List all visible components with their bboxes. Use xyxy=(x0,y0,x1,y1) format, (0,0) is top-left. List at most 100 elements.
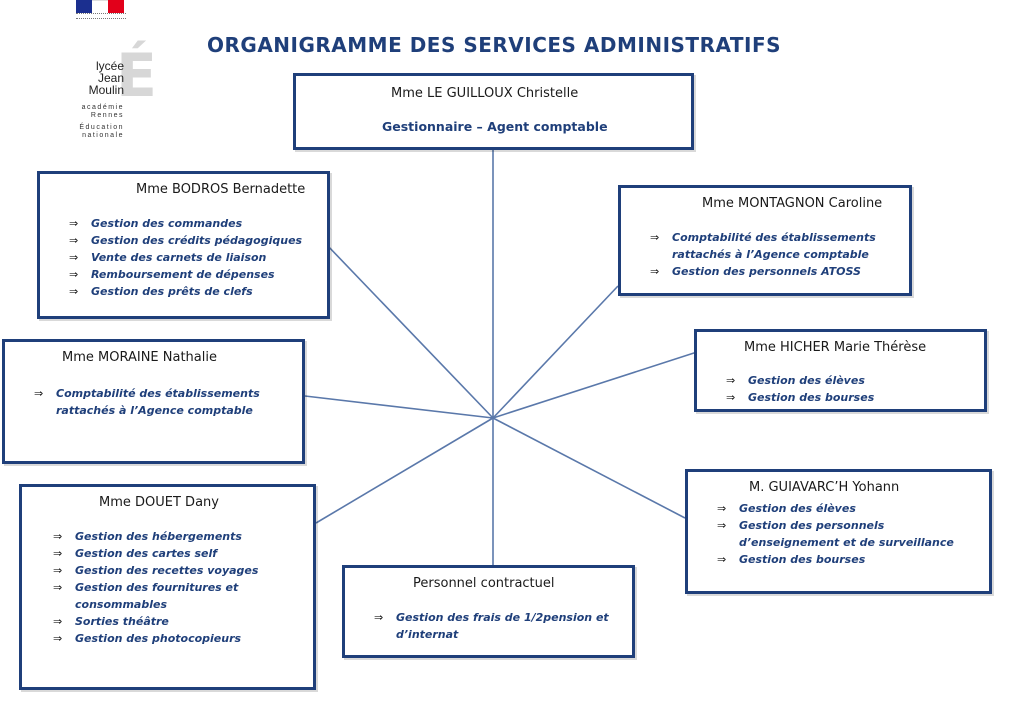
task-item: ⇒ Gestion des bourses xyxy=(717,551,954,568)
task-list: ⇒ Gestion des commandes ⇒ Gestion des crédi… xyxy=(69,215,302,300)
task-text: rattachés à l’Agence comptable xyxy=(672,248,869,261)
box-hicher: Mme HICHER Marie Thérèse ⇒ Gestion des él… xyxy=(694,329,987,412)
task-item: ⇒Gestion des photocopieurs xyxy=(53,630,258,647)
task-list: ⇒ Gestion des élèves ⇒ Gestion des bourses xyxy=(726,372,874,406)
task-text: consommables xyxy=(75,598,168,611)
box-moraine: Mme MORAINE Nathalie ⇒ Comptabilité des é… xyxy=(2,339,305,464)
arrow-bullet-icon: ⇒ xyxy=(374,611,384,624)
arrow-bullet-icon: ⇒ xyxy=(717,519,727,532)
connector-bodros xyxy=(325,243,494,419)
task-text: Remboursement de dépenses xyxy=(91,268,275,281)
arrow-bullet-icon: ⇒ xyxy=(53,615,63,628)
task-text: Gestion des frais de 1/2pension et xyxy=(396,611,609,624)
box-role: Gestionnaire – Agent comptable xyxy=(382,119,608,134)
arrow-bullet-icon: ⇒ xyxy=(726,374,736,387)
task-text: d’internat xyxy=(396,628,459,641)
box-name: M. GUIAVARC’H Yohann xyxy=(749,480,900,495)
box-guilloux: Mme LE GUILLOUX Christelle Gestionnaire … xyxy=(293,73,694,150)
task-item: ⇒ Gestion des recettes voyages xyxy=(53,562,258,579)
arrow-bullet-icon: ⇒ xyxy=(53,564,63,577)
task-item: ⇒ Gestion des commandes xyxy=(69,215,302,232)
arrow-bullet-icon: ⇒ xyxy=(53,530,63,543)
task-text: Gestion des personnels xyxy=(739,519,885,532)
box-douet: Mme DOUET Dany ⇒ Gestion des hébergements… xyxy=(19,484,316,690)
task-item: ⇒ Gestion des frais de 1/2pension et d’int… xyxy=(374,609,609,643)
task-item: ⇒ Gestion des prêts de clefs xyxy=(69,283,302,300)
task-list: ⇒ Gestion des frais de 1/2pension et d’int… xyxy=(374,609,609,643)
connector-guiavarch xyxy=(492,417,686,519)
arrow-bullet-icon: ⇒ xyxy=(53,581,63,594)
task-list: ⇒Gestion des hébergements⇒Gestion des ca… xyxy=(53,528,258,647)
task-text: Gestion des cartes self xyxy=(75,547,218,560)
task-item: ⇒ Vente des carnets de liaison xyxy=(69,249,302,266)
task-text: Gestion des élèves xyxy=(739,502,856,515)
arrow-bullet-icon: ⇒ xyxy=(717,553,727,566)
box-contractuel: Personnel contractuel ⇒ Gestion des frais… xyxy=(342,565,635,658)
task-list: ⇒ Gestion des élèves ⇒ Gestion des personne… xyxy=(717,500,954,568)
box-name: Mme LE GUILLOUX Christelle xyxy=(391,86,579,101)
task-text: Vente des carnets de liaison xyxy=(91,251,267,264)
republique-caption-mark xyxy=(76,13,126,19)
box-name: Mme HICHER Marie Thérèse xyxy=(744,340,927,355)
task-text: Gestion des élèves xyxy=(748,374,865,387)
task-list: ⇒ Comptabilité des établissements rattaché… xyxy=(650,229,876,280)
arrow-bullet-icon: ⇒ xyxy=(650,265,660,278)
task-item: ⇒Gestion des cartes self xyxy=(53,545,258,562)
arrow-bullet-icon: ⇒ xyxy=(34,387,44,400)
task-item: ⇒ Gestion des hébergements xyxy=(53,528,258,545)
task-list: ⇒ Comptabilité des établissements rattaché… xyxy=(34,385,260,419)
arrow-bullet-icon: ⇒ xyxy=(650,231,660,244)
connector-montagnon xyxy=(492,285,619,419)
task-text: Gestion des crédits pédagogiques xyxy=(91,234,303,247)
task-text: Gestion des hébergements xyxy=(75,530,242,543)
connector-douet xyxy=(315,417,494,524)
task-item: ⇒ Gestion des élèves xyxy=(717,500,954,517)
school-name: lycée Jean Moulin xyxy=(88,59,124,97)
task-text: Gestion des fournitures et xyxy=(75,581,239,594)
education-nationale-mark: É xyxy=(116,41,157,111)
school-ministry: Éducation nationale xyxy=(79,124,124,139)
box-guiavarch: M. GUIAVARC’H Yohann ⇒ Gestion des élèves… xyxy=(685,469,992,594)
box-name: Mme BODROS Bernadette xyxy=(136,182,306,197)
connector-hicher xyxy=(492,351,698,419)
task-text: Gestion des bourses xyxy=(748,391,875,404)
task-item: ⇒ Comptabilité des établissements rattaché… xyxy=(650,229,876,263)
task-text: Gestion des commandes xyxy=(91,217,243,230)
lycee-jean-moulin-logo: É lycée Jean Moulin académie Rennes Éduc… xyxy=(64,46,164,146)
task-text: rattachés à l’Agence comptable xyxy=(56,404,253,417)
republique-francaise-logo xyxy=(76,0,124,14)
box-montagnon: Mme MONTAGNON Caroline ⇒ Comptabilité des… xyxy=(618,185,912,296)
arrow-bullet-icon: ⇒ xyxy=(69,217,79,230)
arrow-bullet-icon: ⇒ xyxy=(726,391,736,404)
task-text: Gestion des bourses xyxy=(739,553,866,566)
task-text: d’enseignement et de surveillance xyxy=(739,536,954,549)
arrow-bullet-icon: ⇒ xyxy=(69,285,79,298)
task-item: ⇒ Gestion des personnels ATOSS xyxy=(650,263,876,280)
arrow-bullet-icon: ⇒ xyxy=(69,234,79,247)
task-item: ⇒Remboursement de dépenses xyxy=(69,266,302,283)
task-item: ⇒ Gestion des bourses xyxy=(726,389,874,406)
task-item: ⇒ Gestion des personnels d’enseignement et… xyxy=(717,517,954,551)
task-text: Comptabilité des établissements xyxy=(56,387,260,400)
page-title: ORGANIGRAMME DES SERVICES ADMINISTRATIFS xyxy=(207,33,782,57)
task-text: Gestion des prêts de clefs xyxy=(91,285,253,298)
task-text: Comptabilité des établissements xyxy=(672,231,876,244)
arrow-bullet-icon: ⇒ xyxy=(717,502,727,515)
task-item: ⇒ Gestion des crédits pédagogiques xyxy=(69,232,302,249)
task-text: Gestion des personnels ATOSS xyxy=(672,265,861,278)
box-name: Personnel contractuel xyxy=(413,576,555,591)
box-name: Mme DOUET Dany xyxy=(99,495,219,510)
task-item: ⇒ Gestion des fournitures et consommables xyxy=(53,579,258,613)
box-name: Mme MORAINE Nathalie xyxy=(62,350,217,365)
school-academie: académie Rennes xyxy=(81,104,124,119)
task-text: Sorties théâtre xyxy=(75,615,169,628)
task-item: ⇒ Sorties théâtre xyxy=(53,613,258,630)
task-item: ⇒ Gestion des élèves xyxy=(726,372,874,389)
arrow-bullet-icon: ⇒ xyxy=(69,251,79,264)
connector-moraine xyxy=(304,395,494,419)
box-bodros: Mme BODROS Bernadette ⇒ Gestion des comma… xyxy=(37,171,330,319)
task-text: Gestion des recettes voyages xyxy=(75,564,259,577)
box-name: Mme MONTAGNON Caroline xyxy=(702,196,883,211)
task-item: ⇒ Comptabilité des établissements rattaché… xyxy=(34,385,260,419)
